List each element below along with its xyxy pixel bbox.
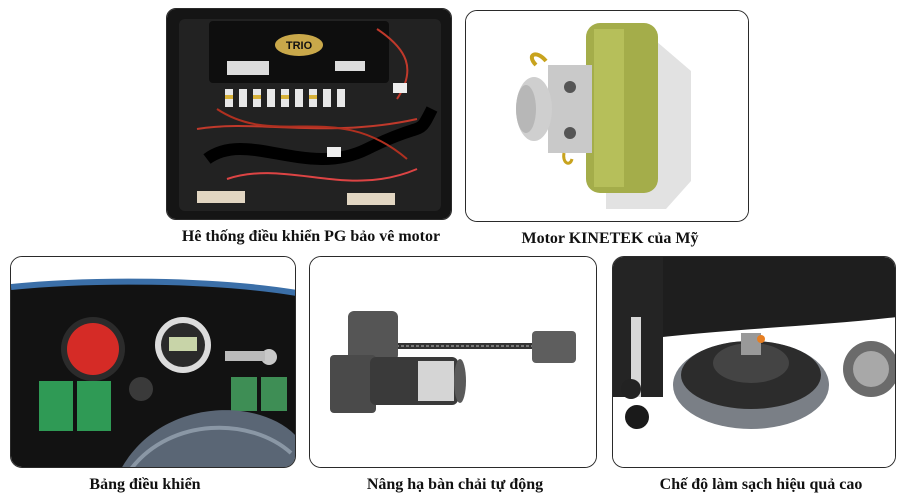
- panel-cleaning-mode: [612, 256, 896, 468]
- caption-controller: Hê thống điều khiển PG bảo vê motor: [181, 228, 441, 245]
- panel-control-board: [10, 256, 296, 468]
- panel-brush-lift: [309, 256, 597, 468]
- panel-motor: [465, 10, 749, 222]
- caption-control-board: Bảng điều khiển: [89, 476, 201, 493]
- panel-controller: TRIO: [166, 8, 452, 220]
- caption-cleaning-mode: Chế độ làm sạch hiệu quả cao: [659, 476, 863, 493]
- caption-brush-lift: Nâng hạ bàn chải tự động: [366, 476, 544, 493]
- control-board-image: [11, 257, 295, 467]
- cleaning-head-image: [613, 257, 895, 467]
- trio-logo: TRIO: [286, 40, 313, 52]
- caption-motor: Motor KINETEK của Mỹ: [521, 230, 699, 247]
- controller-box-image: TRIO: [167, 9, 451, 219]
- motor-image: [466, 11, 748, 221]
- actuator-image: [310, 257, 596, 467]
